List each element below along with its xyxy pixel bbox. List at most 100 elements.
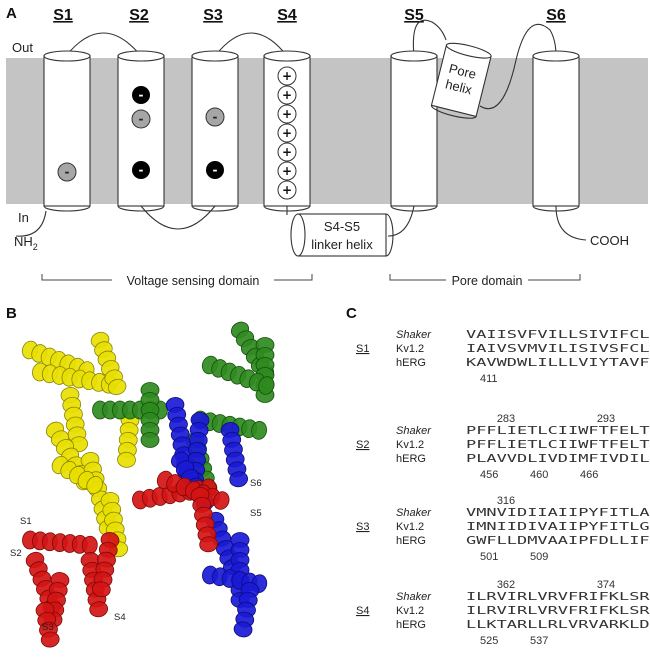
helix-turn	[40, 631, 60, 648]
helix-ribbon	[220, 422, 249, 488]
bottom-residue-number: 456	[480, 469, 498, 481]
sequence-row: ILRVIRLVRVFRIFKLSRH	[466, 591, 650, 603]
helix-ribbon	[190, 487, 219, 553]
charge-s2-black-top	[132, 86, 150, 104]
bottom-residue-number: 460	[530, 469, 548, 481]
top-residue-number: 316	[497, 495, 515, 507]
in-label: In	[18, 210, 29, 225]
plus-charge-sign-4: +	[282, 126, 292, 140]
pore-domain-label: Pore domain	[452, 274, 523, 288]
helix-turn	[117, 451, 136, 468]
helix-ribbon	[22, 530, 98, 555]
segment-label-s4: S4	[277, 7, 297, 24]
helix-ribbon	[35, 602, 60, 648]
panel-b-letter: B	[6, 305, 17, 322]
subunit-red	[22, 470, 230, 648]
plus-charge-circle-6	[277, 161, 297, 181]
alignment-block-s1: ShakerVAIISVFVILLSIVIFCLETKv1.2IAIVSVMVI…	[356, 329, 650, 385]
helix-turn	[140, 432, 160, 448]
plus-charge-circle-7	[277, 180, 297, 200]
charge-s2-gray-sign: -	[139, 112, 144, 126]
channel-structure	[21, 321, 275, 648]
helix-turn	[199, 536, 219, 553]
vsd-label-bg	[112, 272, 274, 288]
subunit-yellow	[21, 331, 140, 558]
segment-label-s3: S3	[203, 7, 223, 24]
segment-label-s1: S1	[53, 7, 73, 24]
top-residue-number: 374	[597, 579, 615, 591]
pore-helix-to-s6	[479, 23, 557, 110]
helix-ribbon	[233, 582, 260, 638]
out-label: Out	[12, 40, 33, 55]
bottom-residue-number: 411	[480, 373, 498, 385]
helix-turn	[86, 475, 103, 495]
species-name: hERG	[396, 453, 426, 465]
segment-label: S2	[356, 439, 369, 451]
helix-turn	[213, 491, 230, 510]
panel-c-letter: C	[346, 305, 357, 322]
segment-label: S4	[356, 605, 369, 617]
segment-label: S3	[356, 521, 369, 533]
vsd-label: Voltage sensing domain	[127, 274, 260, 288]
plus-charge-circle-2	[277, 85, 297, 105]
bottom-residue-number: 537	[530, 635, 548, 647]
helix-ribbon	[60, 387, 89, 453]
positive-charges-s4: +++++++	[277, 66, 297, 200]
pore-helix-label-2: helix	[444, 76, 474, 97]
structure-label-s4: S4	[114, 612, 126, 623]
helix-ribbon	[117, 412, 140, 468]
species-name: Kv1.2	[396, 439, 424, 451]
pore-helix-cylinder	[430, 42, 492, 119]
plus-charge-sign-7: +	[282, 183, 292, 197]
helix-turn	[89, 601, 109, 618]
linker-helix-cylinder	[290, 213, 394, 257]
charge-s2-gray	[131, 109, 151, 129]
structure-label-s2: S2	[10, 548, 22, 559]
plus-charge-sign-2: +	[282, 88, 292, 102]
plus-charge-sign-6: +	[282, 164, 292, 178]
plus-charge-sign-5: +	[282, 145, 292, 159]
sequence-row: PFFLIETLCIIWFTFELTVRF	[466, 425, 650, 437]
helix-turn	[91, 581, 111, 598]
linker-label-2: linker helix	[311, 237, 373, 252]
bottom-residue-number: 501	[480, 551, 498, 563]
structure-label-s6: S6	[250, 478, 262, 489]
charge-s3-black-sign: -	[213, 163, 218, 177]
panel-a-letter: A	[6, 5, 17, 22]
species-name: Shaker	[396, 329, 432, 341]
helix-turn	[107, 378, 127, 396]
plus-charge-sign-3: +	[282, 107, 292, 121]
loop-s2-s3	[140, 205, 216, 230]
charge-s1-gray-sign: -	[65, 165, 70, 179]
species-name: Shaker	[396, 591, 432, 603]
cylinder-s1	[43, 50, 91, 212]
sequence-row: KAVWDWLILLLVIYTAVFTP	[466, 357, 650, 369]
species-name: Kv1.2	[396, 343, 424, 355]
sequence-alignment: ShakerVAIISVFVILLSIVIFCLETKv1.2IAIVSVMVI…	[356, 329, 650, 647]
species-name: hERG	[396, 535, 426, 547]
sequence-row: PLAVVDLIVDIMFIVDILINF	[466, 453, 650, 465]
loop-s1-s2	[65, 32, 142, 57]
cylinder-s6	[532, 50, 580, 212]
panel-b: B S1 S2 S3 S4 S5 S6	[6, 305, 275, 648]
sequence-row: IAIVSVMVILISIVSFCLET	[466, 343, 650, 355]
species-name: hERG	[396, 357, 426, 369]
segment-label: S1	[356, 343, 369, 355]
sequence-row: VMNVIDIIAIIPYFITLAT	[466, 507, 650, 519]
panel-a: A Out In S1 S2 S3 S4 S5 S6	[6, 5, 648, 288]
top-residue-number: 362	[497, 579, 515, 591]
c-terminus-label: COOH	[590, 233, 629, 248]
alignment-block-s2: 283293ShakerPFFLIETLCIIWFTFELTVRFKv1.2PF…	[356, 413, 650, 481]
s5-to-pore-helix	[412, 19, 447, 57]
sequence-row: ILRVIRLVRVFRIFKLSRH	[466, 605, 650, 617]
segment-label-s5: S5	[404, 7, 424, 24]
sequence-row: IMNIIDIVAIIPYFITLGT	[466, 521, 650, 533]
plus-charge-circle-3	[277, 104, 297, 124]
negative-charges: - - - - - -	[57, 86, 225, 182]
charge-s3-gray	[205, 107, 225, 127]
helix-cylinders	[43, 42, 580, 257]
species-name: Shaker	[396, 425, 432, 437]
species-name: Kv1.2	[396, 521, 424, 533]
